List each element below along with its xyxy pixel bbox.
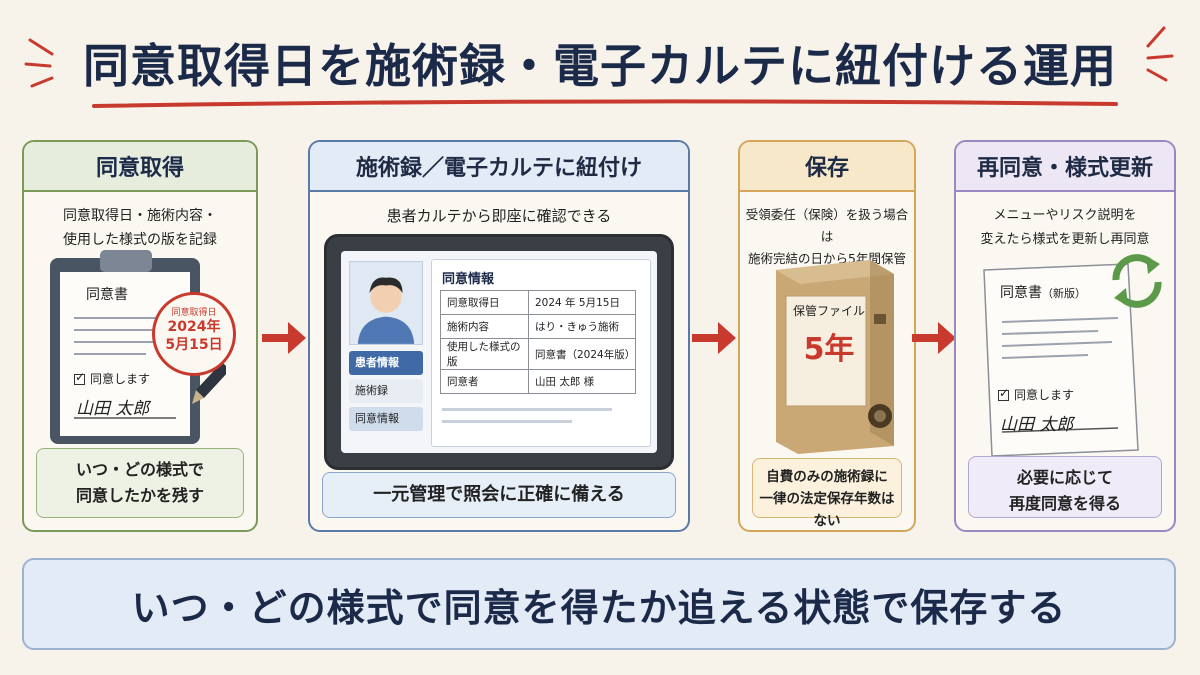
note-line: 再度同意を得る bbox=[1008, 494, 1121, 513]
row-label: 同意取得日 bbox=[440, 290, 529, 315]
table-row: 同意者山田 太郎 様 bbox=[440, 369, 636, 394]
panel-consent-acquisition: 同意取得 同意取得日・施術内容・ 使用した様式の版を記録 同意書 同意します 山… bbox=[22, 140, 258, 532]
table-row: 使用した様式の版同意書（2024年版） bbox=[440, 338, 636, 370]
note-line: 一律の法定保存年数はない bbox=[759, 491, 895, 529]
consent-checkbox: 同意します bbox=[74, 370, 150, 387]
table-row: 施術内容はり・きゅう施術 bbox=[440, 314, 636, 339]
card-title: 同意情報 bbox=[442, 272, 495, 287]
checkbox-icon bbox=[998, 386, 1009, 401]
title-underline bbox=[92, 99, 1118, 108]
page-title: 同意取得日を施術録・電子カルテに紐付ける運用 bbox=[83, 39, 1117, 93]
panel-heading: 保存 bbox=[740, 142, 914, 192]
binder-label: 保管ファイル bbox=[792, 304, 865, 318]
consent-checkbox: 同意します bbox=[998, 386, 1074, 403]
note-line: いつ・どの様式で bbox=[75, 460, 204, 479]
row-value: 山田 太郎 様 bbox=[528, 369, 636, 394]
arrow-right-icon bbox=[262, 322, 306, 354]
person-avatar-icon bbox=[349, 261, 423, 345]
emphasis-lines-icon bbox=[1146, 26, 1174, 82]
checkbox-label: 同意します bbox=[1014, 388, 1075, 402]
panel-description: 同意取得日・施術内容・ 使用した様式の版を記録 bbox=[24, 204, 256, 252]
row-label: 施術内容 bbox=[440, 314, 529, 339]
binder-icon bbox=[776, 260, 894, 454]
panel-note: 一元管理で照会に正確に備える bbox=[322, 472, 676, 518]
placeholder-line bbox=[442, 408, 612, 411]
signature: 山田 太郎 bbox=[1000, 415, 1074, 435]
desc-line: 使用した様式の版を記録 bbox=[63, 232, 217, 248]
document-title: 同意書 bbox=[86, 287, 128, 303]
stamp-date: 5月15日 bbox=[165, 337, 223, 353]
panel-note: いつ・どの様式で 同意したかを残す bbox=[36, 448, 244, 518]
note-line: 同意したかを残す bbox=[75, 486, 204, 505]
panel-note: 必要に応じて 再度同意を得る bbox=[968, 456, 1162, 518]
checkbox-icon bbox=[74, 370, 85, 385]
emphasis-lines-icon bbox=[24, 38, 54, 88]
doc-version: （新版） bbox=[1042, 287, 1086, 300]
menu-treatment-record[interactable]: 施術録 bbox=[349, 379, 423, 403]
panel-note: 自費のみの施術録に 一律の法定保存年数はない bbox=[752, 458, 902, 529]
panel-storage: 保存 受領委任（保険）を扱う場合は 施術完結の日から5年間保管 保管ファイル 5… bbox=[738, 140, 916, 532]
row-value: はり・きゅう施術 bbox=[528, 314, 636, 339]
row-label: 使用した様式の版 bbox=[440, 338, 529, 370]
row-label: 同意者 bbox=[440, 369, 529, 394]
panel-description: 患者カルテから即座に確認できる bbox=[386, 207, 612, 225]
panel-heading: 再同意・様式更新 bbox=[956, 142, 1174, 192]
doc-title: 同意書 bbox=[1000, 285, 1042, 301]
summary-banner: いつ・どの様式で同意を得たか追える状態で保存する bbox=[22, 558, 1176, 650]
panel-heading: 施術録／電子カルテに紐付け bbox=[310, 142, 688, 192]
row-value: 2024 年 5月15日 bbox=[528, 290, 636, 315]
panel-heading: 同意取得 bbox=[24, 142, 256, 192]
desc-line: 同意取得日・施術内容・ bbox=[63, 208, 217, 224]
panel-description: メニューやリスク説明を 変えたら様式を更新し再同意 bbox=[956, 204, 1174, 252]
stamp-year: 2024年 bbox=[167, 319, 221, 335]
stamp-heading: 同意取得日 bbox=[171, 308, 217, 318]
refresh-icon bbox=[1112, 254, 1162, 308]
desc-line: 変えたら様式を更新し再同意 bbox=[980, 232, 1150, 247]
menu-patient-info[interactable]: 患者情報 bbox=[349, 351, 423, 375]
arrow-right-icon bbox=[692, 322, 736, 354]
document-title: 同意書（新版） bbox=[1000, 282, 1086, 302]
pen-icon bbox=[192, 362, 226, 404]
placeholder-line bbox=[442, 420, 572, 423]
note-line: 自費のみの施術録に bbox=[766, 469, 888, 485]
stamp-icon: 同意取得日 2024年 5月15日 bbox=[152, 292, 236, 376]
document-icon bbox=[983, 263, 1139, 457]
panel-reconsent: 再同意・様式更新 メニューやリスク説明を 変えたら様式を更新し再同意 同意書（新… bbox=[954, 140, 1176, 532]
row-value: 同意書（2024年版） bbox=[528, 338, 636, 370]
checkbox-label: 同意します bbox=[90, 372, 151, 386]
panel-link-records: 施術録／電子カルテに紐付け 患者カルテから即座に確認できる 患者情報 施術録 同… bbox=[308, 140, 690, 532]
desc-line: 受領委任（保険）を扱う場合は bbox=[745, 207, 909, 244]
menu-consent-info[interactable]: 同意情報 bbox=[349, 407, 423, 431]
signature: 山田 太郎 bbox=[76, 399, 150, 419]
arrow-right-icon bbox=[912, 322, 956, 354]
binder-years: 5年 bbox=[803, 332, 855, 367]
desc-line: メニューやリスク説明を bbox=[993, 208, 1137, 223]
note-line: 必要に応じて bbox=[1016, 468, 1113, 487]
